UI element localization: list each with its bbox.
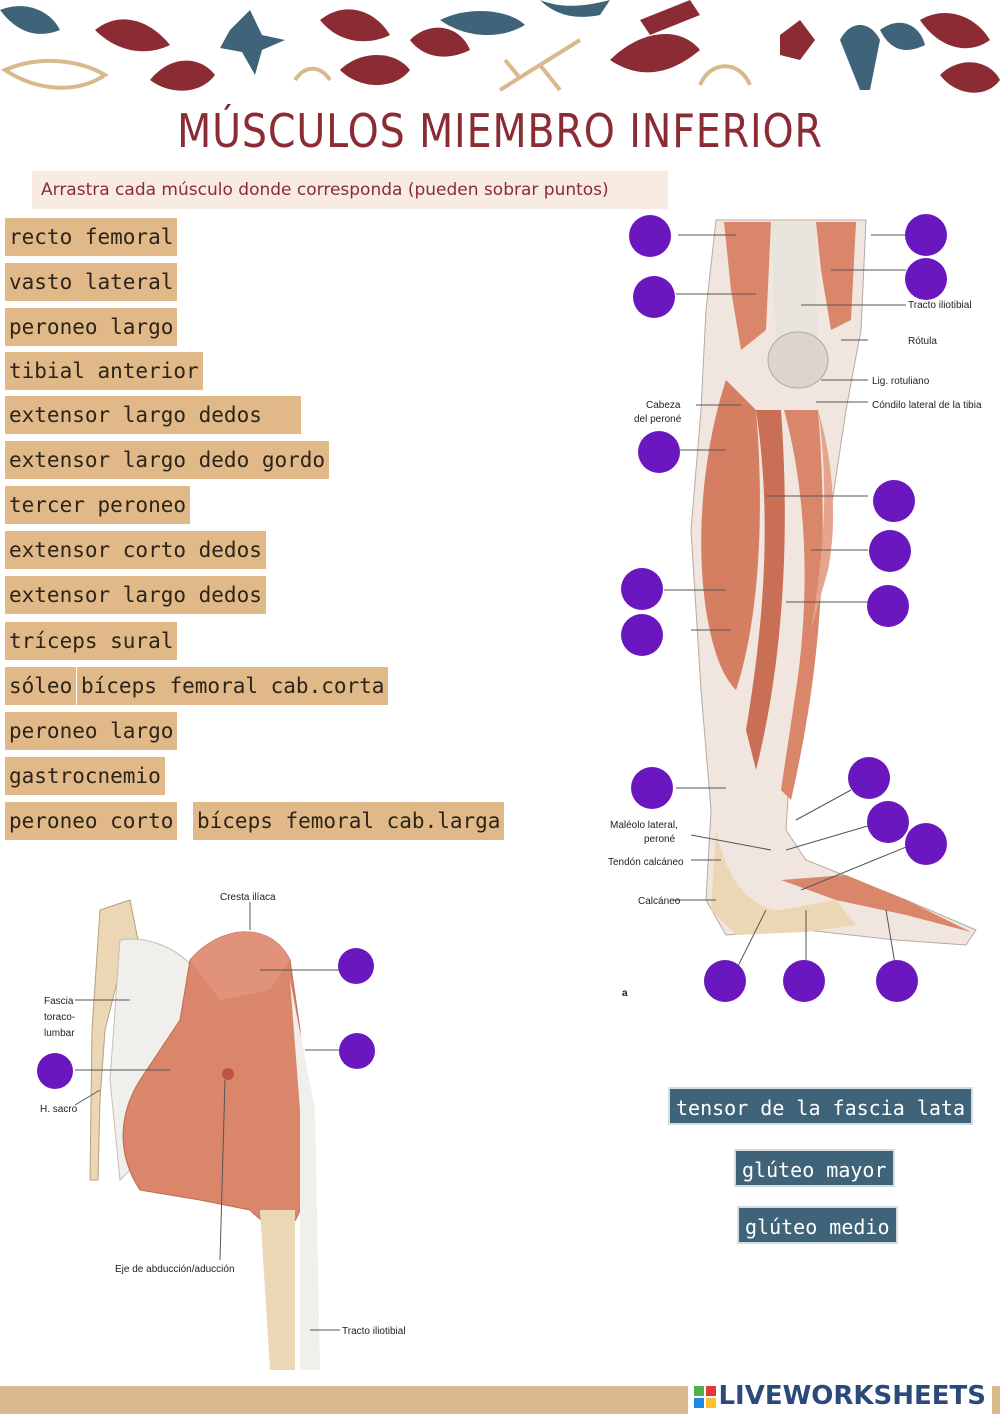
drop-target-leg-14[interactable] [905, 823, 947, 865]
chip-gluteo-medio[interactable]: glúteo medio [737, 1206, 898, 1244]
drop-target-leg-8[interactable] [867, 585, 909, 627]
chip-biceps-femoral-corta[interactable]: bíceps femoral cab.corta [77, 667, 389, 705]
chip-triceps-sural[interactable]: tríceps sural [5, 622, 178, 660]
label-lig: Lig. rotuliano [872, 376, 930, 387]
label-fascia-3: lumbar [44, 1028, 75, 1039]
drop-target-leg-5[interactable] [638, 431, 680, 473]
page-title: MÚSCULOS MIEMBRO INFERIOR [177, 104, 823, 158]
label-fig: a [622, 988, 628, 999]
label-cabeza-2: del peroné [634, 414, 682, 425]
chip-tercer-peroneo[interactable]: tercer peroneo [5, 486, 191, 524]
drop-target-leg-6[interactable] [873, 480, 915, 522]
liveworksheets-logo[interactable]: LIVEWORKSHEETS [688, 1378, 992, 1414]
chip-peroneo-largo-2[interactable]: peroneo largo [5, 712, 178, 750]
chip-extensor-corto-dedos[interactable]: extensor corto dedos [5, 531, 266, 569]
chip-recto-femoral[interactable]: recto femoral [5, 218, 178, 256]
chip-peroneo-largo[interactable]: peroneo largo [5, 308, 178, 346]
label-calcaneo: Calcáneo [638, 896, 681, 907]
leg-anatomy-image: Tracto iliotibial Rótula Lig. rotuliano … [608, 219, 982, 999]
label-maleolo-1: Maléolo lateral, [610, 820, 678, 831]
chip-gastrocnemio[interactable]: gastrocnemio [5, 757, 165, 795]
drop-target-leg-15[interactable] [704, 960, 746, 1002]
label-tracto: Tracto iliotibial [908, 300, 972, 311]
drop-target-leg-11[interactable] [631, 767, 673, 809]
drop-target-leg-16[interactable] [783, 960, 825, 1002]
drop-target-leg-12[interactable] [848, 757, 890, 799]
label-fascia-1: Fascia [44, 996, 74, 1007]
chip-tensor-fascia-lata[interactable]: tensor de la fascia lata [668, 1087, 973, 1125]
label-tracto-hip: Tracto iliotibial [342, 1326, 406, 1337]
liveworksheets-icon [694, 1385, 717, 1408]
label-cabeza-1: Cabeza [646, 400, 681, 411]
hip-anatomy-image: Cresta ilíaca Fascia toraco- lumbar H. s… [40, 892, 406, 1370]
drop-target-leg-2[interactable] [905, 214, 947, 256]
label-sacro: H. sacro [40, 1104, 78, 1115]
label-eje: Eje de abducción/aducción [115, 1264, 235, 1275]
drop-target-leg-9[interactable] [621, 568, 663, 610]
chip-extensor-largo-dedo-gordo[interactable]: extensor largo dedo gordo [5, 441, 330, 479]
drop-target-leg-10[interactable] [621, 614, 663, 656]
chip-extensor-largo-dedos[interactable]: extensor largo dedos [5, 396, 301, 434]
drop-target-hip-2[interactable] [339, 1033, 375, 1069]
chip-gluteo-mayor[interactable]: glúteo mayor [734, 1149, 895, 1187]
drop-target-hip-3[interactable] [37, 1053, 73, 1089]
label-tendon: Tendón calcáneo [608, 857, 684, 868]
drop-target-leg-1[interactable] [629, 215, 671, 257]
drop-target-leg-17[interactable] [876, 960, 918, 1002]
leaf-decoration [0, 0, 1000, 93]
chip-vasto-lateral[interactable]: vasto lateral [5, 263, 178, 301]
drop-target-leg-3[interactable] [633, 276, 675, 318]
label-rotula: Rótula [908, 336, 937, 347]
chip-extensor-largo-dedos-2[interactable]: extensor largo dedos [5, 576, 266, 614]
label-condilo: Cóndilo lateral de la tibia [872, 400, 982, 411]
drop-target-leg-4[interactable] [905, 258, 947, 300]
brand-text: LIVEWORKSHEETS [718, 1381, 986, 1411]
label-maleolo-2: peroné [644, 834, 676, 845]
label-cresta: Cresta ilíaca [220, 892, 276, 903]
drop-target-hip-1[interactable] [338, 948, 374, 984]
instructions: Arrastra cada músculo donde corresponda … [32, 171, 668, 209]
label-fascia-2: toraco- [44, 1012, 75, 1023]
chip-peroneo-corto[interactable]: peroneo corto [5, 802, 178, 840]
chip-biceps-femoral-larga[interactable]: bíceps femoral cab.larga [193, 802, 505, 840]
drop-target-leg-13[interactable] [867, 801, 909, 843]
chip-tibial-anterior[interactable]: tibial anterior [5, 352, 203, 390]
drop-target-leg-7[interactable] [869, 530, 911, 572]
chip-soleo[interactable]: sóleo [5, 667, 77, 705]
